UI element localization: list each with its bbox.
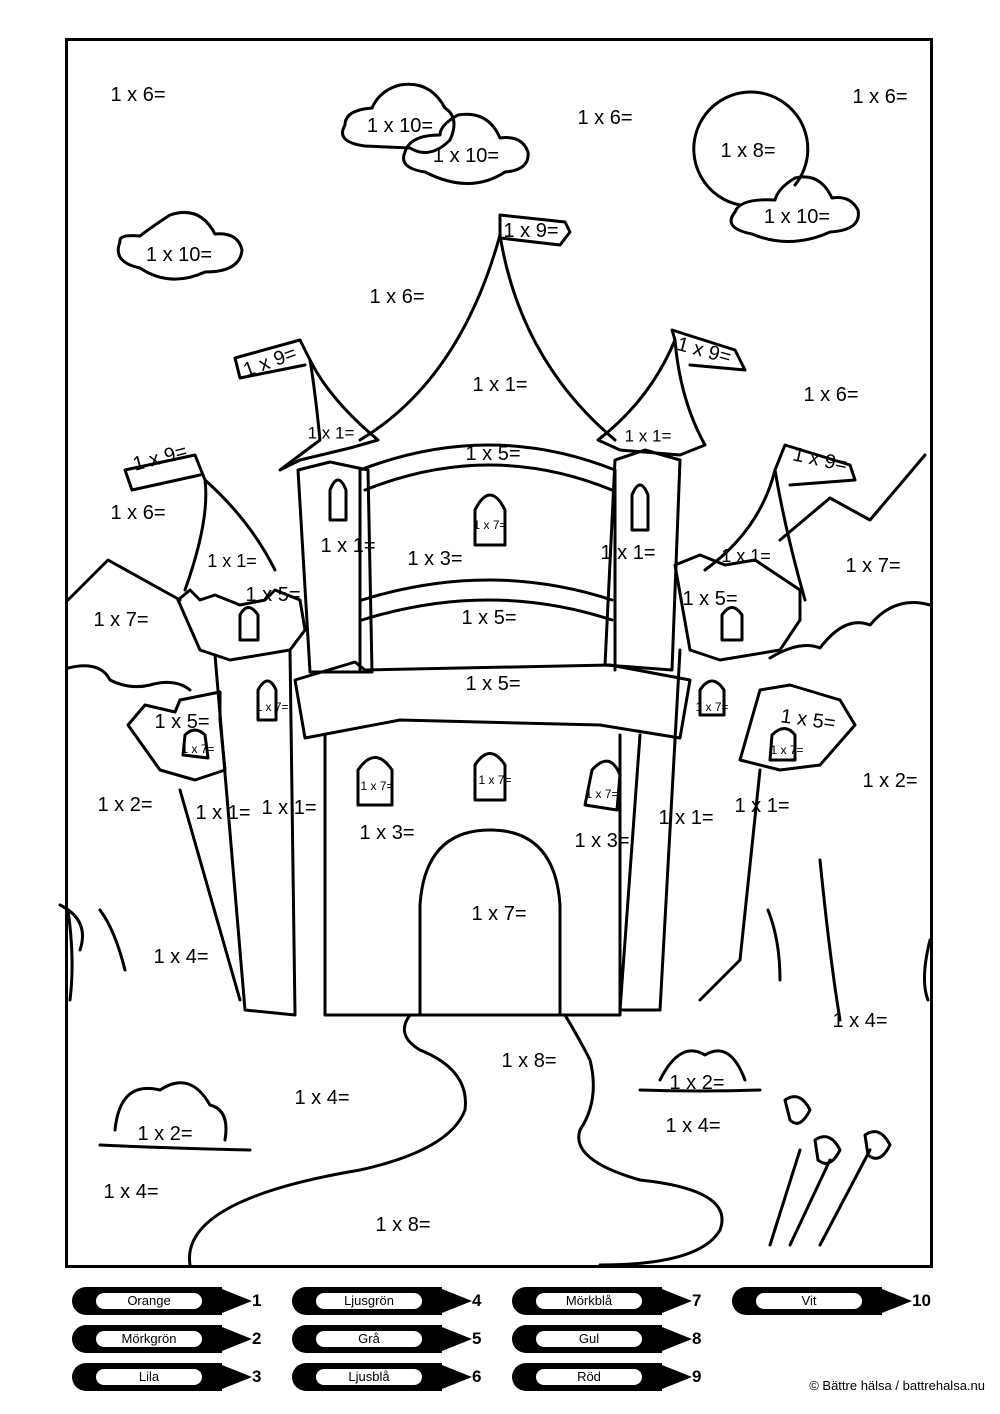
problem-label: 1 x 2= — [97, 794, 153, 816]
problem-label: 1 x 1= — [624, 426, 672, 446]
problem-label: 1 x 7= — [845, 555, 901, 577]
problem-label: 1 x 10= — [763, 206, 831, 228]
problem-label: 1 x 5= — [461, 607, 517, 629]
problem-label: 1 x 10= — [432, 145, 500, 167]
problem-label: 1 x 5= — [465, 673, 521, 695]
problem-label: 1 x 8= — [720, 140, 776, 162]
crayon-rod: Röd 9 — [512, 1363, 701, 1391]
crayon-number: 5 — [472, 1329, 482, 1348]
problem-label: 1 x 7= — [695, 700, 729, 714]
problem-label: 1 x 1= — [261, 797, 317, 819]
problem-label: 1 x 7= — [471, 903, 527, 925]
crayon-ljusgron: Ljusgrön 4 — [292, 1287, 481, 1315]
crayon-number: 7 — [692, 1291, 702, 1310]
problem-label: 1 x 6= — [110, 502, 166, 524]
crayon-label: Orange — [94, 1291, 204, 1311]
problem-label: 1 x 1= — [307, 423, 355, 443]
problem-label: 1 x 7= — [255, 700, 289, 714]
problem-label: 1 x 6= — [803, 384, 859, 406]
sun — [692, 90, 810, 207]
crayon-gul: Gul 8 — [512, 1325, 701, 1353]
crayon-label: Lila — [94, 1367, 204, 1387]
crayon-number: 4 — [472, 1291, 482, 1310]
crayon-number: 10 — [912, 1291, 931, 1310]
crayon-label: Röd — [534, 1367, 644, 1387]
crayon-label: Gul — [534, 1329, 644, 1349]
flags — [123, 213, 857, 492]
problem-label: 1 x 1= — [600, 542, 656, 564]
crayon-number: 3 — [252, 1367, 262, 1386]
problem-label: 1 x 4= — [153, 946, 209, 968]
problem-label: 1 x 3= — [359, 822, 415, 844]
problem-label: 1 x 5= — [154, 711, 210, 733]
problem-label: 1 x 8= — [501, 1050, 557, 1072]
crayon-orange: Orange 1 — [72, 1287, 261, 1315]
credit-text: © Bättre hälsa / battrehalsa.nu — [809, 1378, 985, 1393]
problem-label: 1 x 4= — [103, 1181, 159, 1203]
crayon-number: 6 — [472, 1367, 482, 1386]
problem-label: 1 x 7= — [770, 743, 804, 757]
crayon-label: Mörkgrön — [94, 1329, 204, 1349]
problem-label: 1 x 10= — [145, 244, 213, 266]
crayon-label: Grå — [314, 1329, 424, 1349]
problem-label: 1 x 6= — [852, 86, 908, 108]
problem-label: 1 x 2= — [862, 770, 918, 792]
crayon-number: 2 — [252, 1329, 262, 1348]
crayon-morkgron: Mörkgrön 2 — [72, 1325, 261, 1353]
problem-label: 1 x 6= — [369, 286, 425, 308]
problem-label: 1 x 2= — [669, 1072, 725, 1094]
problem-label: 1 x 5= — [682, 588, 738, 610]
problem-label: 1 x 7= — [93, 609, 149, 631]
problem-label: 1 x 1= — [207, 551, 257, 571]
problem-label: 1 x 10= — [366, 115, 434, 137]
problem-label: 1 x 7= — [360, 779, 394, 793]
cloud-top — [341, 82, 530, 185]
problem-label: 1 x 5= — [465, 443, 521, 465]
problem-label: 1 x 1= — [320, 535, 376, 557]
problem-label: 1 x 2= — [137, 1123, 193, 1145]
problem-label: 1 x 6= — [110, 84, 166, 106]
problem-label: 1 x 5= — [245, 584, 301, 606]
problem-label: 1 x 3= — [407, 548, 463, 570]
problem-label: 1 x 3= — [574, 830, 630, 852]
problem-label: 1 x 7= — [181, 742, 215, 756]
crayon-label: Vit — [754, 1291, 864, 1311]
problem-label: 1 x 4= — [294, 1087, 350, 1109]
crayon-gra: Grå 5 — [292, 1325, 481, 1353]
problem-label: 1 x 1= — [721, 546, 771, 566]
problem-label: 1 x 4= — [832, 1010, 888, 1032]
crayon-number: 9 — [692, 1367, 702, 1386]
hills — [66, 453, 932, 692]
crayon-label: Mörkblå — [534, 1291, 644, 1311]
problem-label: 1 x 8= — [375, 1214, 431, 1236]
picture-frame — [65, 38, 933, 1268]
problem-label: 1 x 6= — [577, 107, 633, 129]
ground — [58, 858, 932, 1267]
crayon-lila: Lila 3 — [72, 1363, 261, 1391]
problem-label: 1 x 7= — [585, 787, 619, 801]
problem-label: 1 x 1= — [658, 807, 714, 829]
crayon-label: Ljusblå — [314, 1367, 424, 1387]
problem-label: 1 x 4= — [665, 1115, 721, 1137]
crayon-label: Ljusgrön — [314, 1291, 424, 1311]
crayon-number: 8 — [692, 1329, 702, 1348]
problem-label: 1 x 1= — [472, 374, 528, 396]
crayon-morkbla: Mörkblå 7 — [512, 1287, 701, 1315]
problem-label: 1 x 7= — [473, 518, 507, 532]
problem-label: 1 x 1= — [734, 795, 790, 817]
problem-label: 1 x 1= — [195, 802, 251, 824]
problem-label: 1 x 7= — [478, 773, 512, 787]
problem-label: 1 x 9= — [503, 220, 559, 242]
cloud-sun — [729, 175, 860, 243]
crayon-vit: Vit 10 — [732, 1287, 931, 1315]
cloud-left — [116, 210, 244, 281]
crayon-ljusbla: Ljusblå 6 — [292, 1363, 481, 1391]
crayon-number: 1 — [252, 1291, 262, 1310]
